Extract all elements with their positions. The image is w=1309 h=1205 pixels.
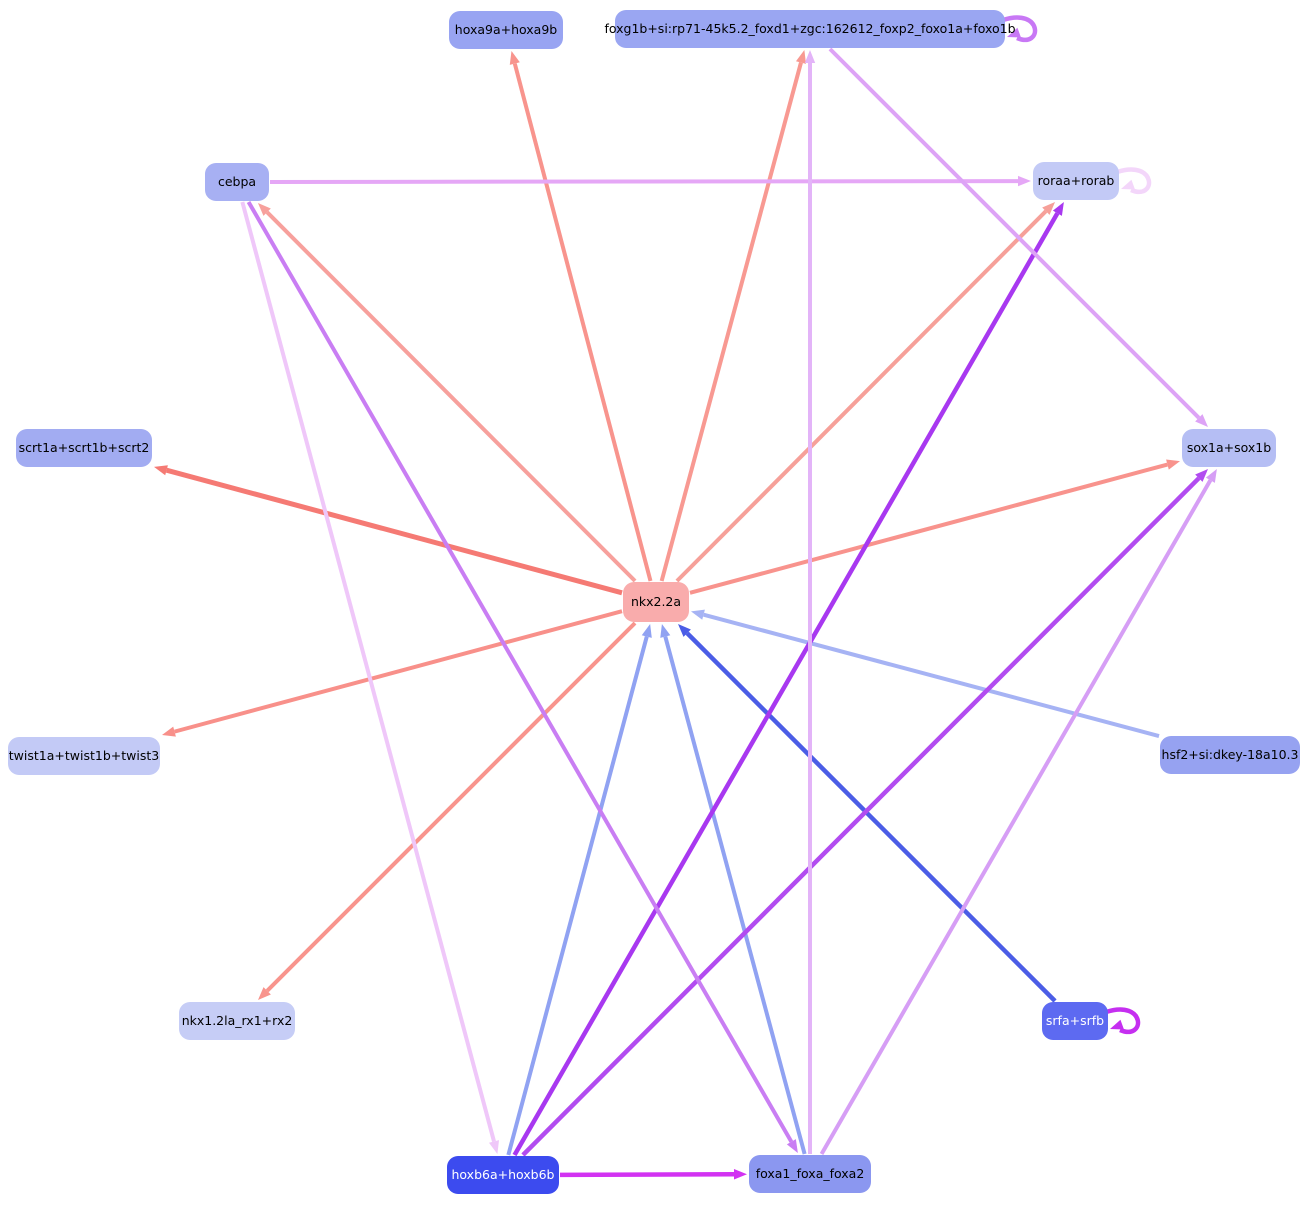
graph-node-nkx12la[interactable]: nkx1.2la_rx1+rx2 [179,1002,295,1040]
self-loop-srfa [1105,1007,1141,1035]
graph-node-label-twist1: twist1a+twist1b+twist3 [8,747,160,763]
edge-nkx22a-to-roraa [675,209,1048,583]
graph-node-sox1[interactable]: sox1a+sox1b [1182,429,1276,467]
arrowhead-foxa1-to-sox1 [1205,469,1217,483]
edge-cebpa-to-hoxb6a [240,201,496,1142]
self-loop-arrowhead-srfa [1110,1019,1124,1030]
graph-node-label-scrt1: scrt1a+scrt1b+scrt2 [18,439,150,455]
edge-hoxb6a-to-roraa [512,212,1060,1157]
arrowhead-hoxb6a-to-roraa [1052,202,1064,216]
graph-node-label-srfa: srfa+srfb [1045,1012,1105,1028]
graph-node-label-foxg1b: foxg1b+si:rp71-45k5.2_foxd1+zgc:162612_f… [604,20,1016,36]
arrowhead-nkx22a-to-twist1 [162,726,176,737]
edge-foxa1-to-sox1 [819,479,1213,1155]
graph-node-twist1[interactable]: twist1a+twist1b+twist3 [8,737,160,775]
edge-hsf2-to-nkx22a [703,612,1160,739]
arrowhead-nkx22a-to-cebpa [257,203,271,216]
arrowhead-cebpa-to-foxa1 [786,1139,798,1153]
graph-node-label-foxa1: foxa1_foxa_foxa2 [755,1165,865,1181]
graph-node-label-hoxb6a: hoxb6a+hoxb6b [451,1166,555,1182]
graph-node-scrt1[interactable]: scrt1a+scrt1b+scrt2 [16,429,152,467]
edge-foxg1b-to-sox1 [828,47,1201,420]
edge-nkx22a-to-scrt1 [165,467,623,596]
self-loop-arrowhead-foxg1b [1007,27,1021,38]
edge-nkx22a-to-hoxa9a [512,63,653,582]
arrowhead-cebpa-to-roraa [1017,175,1031,187]
edge-hoxb6a-to-foxa1 [559,1171,735,1178]
self-loop-arrowhead-roraa [1121,179,1135,190]
arrowhead-hsf2-to-nkx22a [691,609,705,620]
graph-node-label-roraa: roraa+rorab [1037,172,1115,188]
graph-node-cebpa[interactable]: cebpa [205,163,269,201]
graph-node-label-cebpa: cebpa [217,173,257,189]
graph-node-hoxa9a[interactable]: hoxa9a+hoxa9b [449,11,563,49]
arrowhead-hoxb6a-to-sox1 [1195,469,1209,482]
graph-node-srfa[interactable]: srfa+srfb [1042,1002,1108,1040]
arrowhead-hoxb6a-to-nkx22a [641,624,652,638]
self-loop-roraa [1116,167,1152,195]
arrowhead-nkx22a-to-roraa [1042,202,1056,215]
edge-nkx22a-to-cebpa [265,210,637,583]
arrowhead-srfa-to-nkx22a [678,624,691,637]
edge-nkx22a-to-nkx12la [265,621,637,993]
graph-node-roraa[interactable]: roraa+rorab [1033,162,1119,200]
arrowhead-nkx22a-to-scrt1 [154,465,168,476]
graph-node-hoxb6a[interactable]: hoxb6a+hoxb6b [447,1156,559,1194]
edge-hoxb6a-to-sox1 [521,476,1201,1157]
edge-cebpa-to-roraa [269,179,1019,184]
self-loop-foxg1b [1002,15,1038,43]
edge-srfa-to-nkx22a [685,631,1057,1003]
edge-hoxb6a-to-nkx22a [506,636,649,1156]
edge-nkx22a-to-foxg1b [659,62,803,582]
arrowhead-foxa1-to-foxg1b [804,50,816,63]
graph-node-nkx22a[interactable]: nkx2.2a [623,582,689,622]
arrowhead-nkx22a-to-nkx12la [258,987,271,1000]
graph-node-label-nkx22a: nkx2.2a [630,593,682,609]
edge-foxa1-to-nkx22a [663,636,807,1155]
graph-node-foxa1[interactable]: foxa1_foxa_foxa2 [749,1155,871,1193]
edge-cebpa-to-foxa1 [246,200,794,1143]
arrowhead-cebpa-to-hoxb6a [488,1140,500,1154]
graph-node-label-nkx12la: nkx1.2la_rx1+rx2 [181,1012,293,1028]
edge-nkx22a-to-sox1 [689,462,1168,595]
arrowhead-nkx22a-to-hoxa9a [509,51,520,65]
graph-node-label-sox1: sox1a+sox1b [1186,439,1272,455]
arrowhead-hoxb6a-to-foxa1 [733,1169,747,1180]
arrowhead-foxa1-to-nkx22a [660,624,671,638]
graph-node-label-hsf2: hsf2+si:dkey-18a10.3 [1161,746,1299,762]
arrowhead-nkx22a-to-foxg1b [795,50,807,64]
arrowhead-foxg1b-to-sox1 [1195,414,1208,427]
graph-node-hsf2[interactable]: hsf2+si:dkey-18a10.3 [1160,736,1300,774]
edge-nkx22a-to-twist1 [174,609,623,734]
graph-node-label-hoxa9a: hoxa9a+hoxa9b [454,21,558,37]
arrowhead-nkx22a-to-sox1 [1166,459,1180,470]
graph-node-foxg1b[interactable]: foxg1b+si:rp71-45k5.2_foxd1+zgc:162612_f… [604,10,1016,48]
